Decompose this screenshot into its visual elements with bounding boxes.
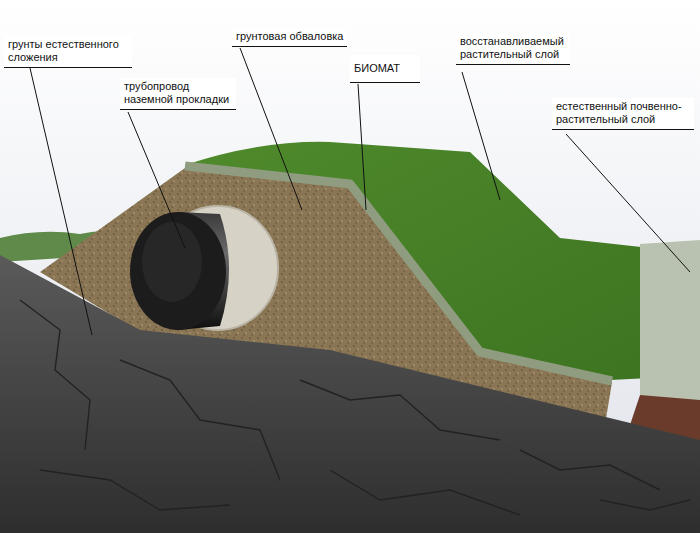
part-label: грунты естественного сложения bbox=[4, 36, 132, 68]
pipe-shine bbox=[142, 222, 202, 302]
natural-ground bbox=[0, 255, 700, 533]
pipe-face bbox=[130, 212, 226, 330]
part-label: трубопровод наземной прокладки bbox=[120, 78, 236, 110]
ground-cracks bbox=[20, 300, 690, 515]
part-label: БИОМАТ bbox=[350, 55, 420, 83]
part-label: естественный почвенно-растительный слой bbox=[552, 98, 694, 130]
part-label: восстанавливаемый растительный слой bbox=[456, 33, 570, 65]
part-label: грунтовая обваловка bbox=[232, 28, 347, 47]
leader-lines bbox=[30, 48, 690, 335]
